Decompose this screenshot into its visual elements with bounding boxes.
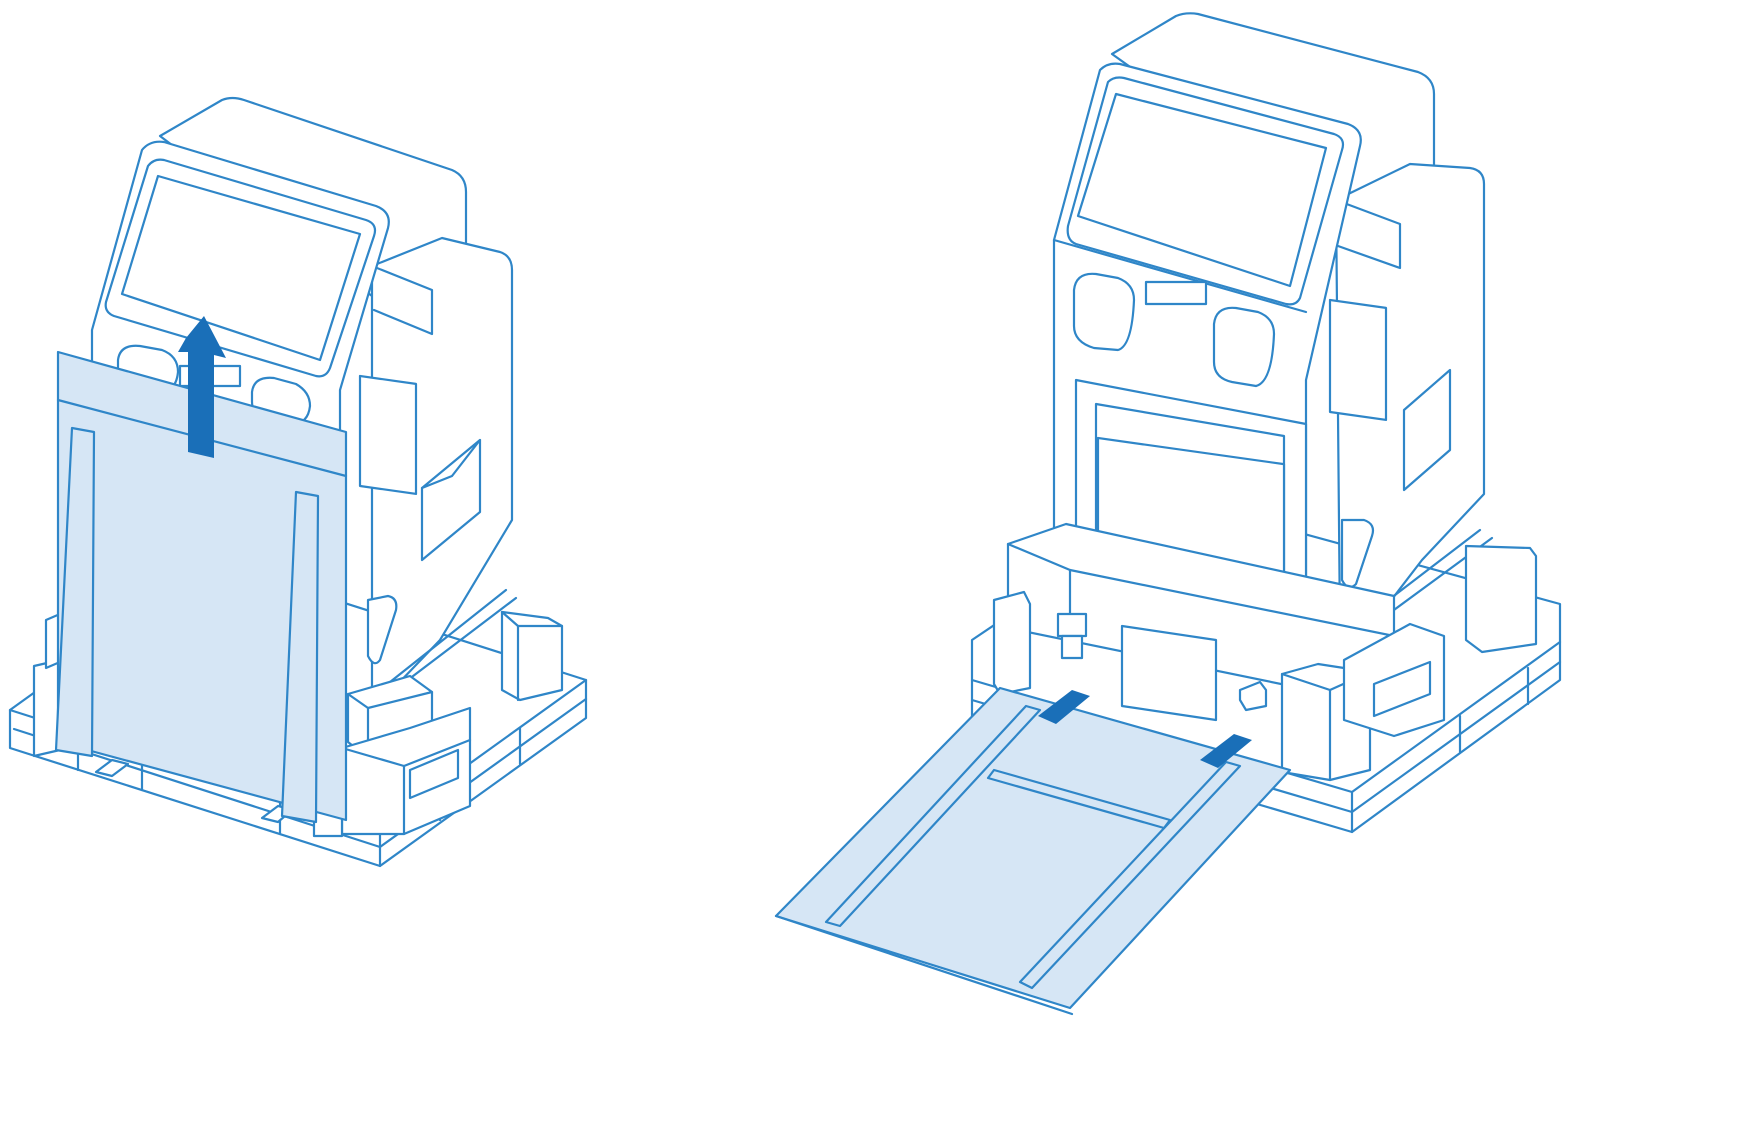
cabinet-base-right [992,522,1538,782]
left-panel [8,96,588,868]
right-panel [774,12,1562,1016]
front-cover-sheet [54,350,348,824]
lift-up-arrow-icon [178,316,226,458]
pallet-braces-left [32,610,564,838]
ramp [774,686,1292,1016]
cabinet-right [1052,12,1494,634]
unpacking-illustration [8,12,1562,1016]
ramp-hooks [1038,690,1252,768]
